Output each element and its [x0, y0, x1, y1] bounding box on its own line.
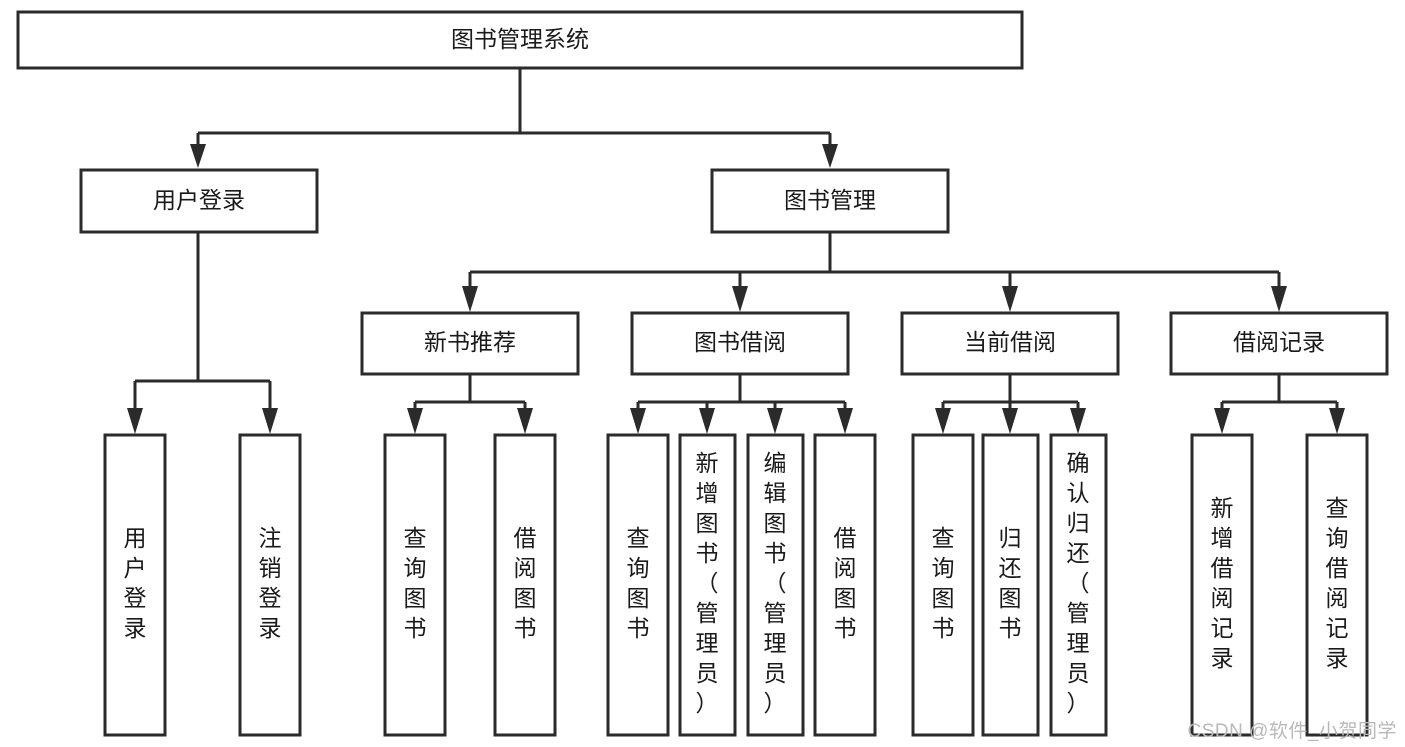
- node-book-borrow-box[interactable]: [630, 311, 850, 376]
- arrow-record-add: [1214, 408, 1230, 434]
- node-user-login-box[interactable]: [79, 168, 319, 234]
- node-current-borrow-box[interactable]: [900, 311, 1120, 376]
- node-leaf-return-book-box[interactable]: [981, 433, 1040, 737]
- arrow-to-book-management: [822, 144, 838, 168]
- node-borrow-record[interactable]: 借阅记录: [1169, 311, 1389, 376]
- node-root[interactable]: 图书管理系统: [16, 10, 1024, 70]
- node-leaf-user-login[interactable]: 用户登录: [103, 433, 167, 737]
- arrow-to-book-borrow: [732, 286, 748, 312]
- node-leaf-bor-borrow-book[interactable]: 借阅图书: [813, 433, 877, 737]
- node-leaf-edit-book-admin[interactable]: 编辑图书（管理员）: [746, 433, 805, 737]
- node-new-book-recommend[interactable]: 新书推荐: [360, 311, 580, 376]
- node-new-book-recommend-box[interactable]: [360, 311, 580, 376]
- arrow-bor-edit-book: [767, 408, 783, 434]
- node-leaf-add-book-admin-label: 新增图书（管理员）: [696, 450, 719, 716]
- node-leaf-user-login-label: 用户登录: [124, 525, 147, 641]
- node-leaf-rec-borrow-book-label: 借阅图书: [514, 525, 537, 641]
- arrow-bor-add-book: [699, 408, 715, 434]
- node-leaf-rec-query-book-box[interactable]: [383, 433, 447, 737]
- node-leaf-query-borrow-record[interactable]: 查询借阅记录: [1305, 433, 1369, 737]
- node-leaf-logout-box[interactable]: [238, 433, 302, 737]
- node-leaf-edit-book-admin-box[interactable]: [746, 433, 805, 737]
- node-leaf-bor-query-book-label: 查询图书: [627, 525, 650, 641]
- node-leaf-rec-query-book[interactable]: 查询图书: [383, 433, 447, 737]
- node-leaf-confirm-return-admin[interactable]: 确认归还（管理员）: [1049, 433, 1108, 737]
- arrow-rec-query-book: [407, 408, 423, 434]
- node-borrow-record-label: 借阅记录: [1233, 329, 1325, 355]
- node-leaf-return-book-label: 归还图书: [999, 525, 1022, 641]
- arrow-to-user-login: [190, 144, 206, 168]
- node-leaf-bor-borrow-book-box[interactable]: [813, 433, 877, 737]
- node-leaf-add-borrow-record[interactable]: 新增借阅记录: [1190, 433, 1254, 737]
- connector-layer: [127, 68, 1345, 434]
- node-leaf-add-book-admin[interactable]: 新增图书（管理员）: [678, 433, 737, 737]
- node-book-borrow-label: 图书借阅: [694, 329, 786, 355]
- node-book-borrow[interactable]: 图书借阅: [630, 311, 850, 376]
- node-new-book-recommend-label: 新书推荐: [424, 329, 516, 355]
- node-leaf-logout[interactable]: 注销登录: [238, 433, 302, 737]
- node-current-borrow[interactable]: 当前借阅: [900, 311, 1120, 376]
- node-leaf-return-book[interactable]: 归还图书: [981, 433, 1040, 737]
- arrow-cur-return-book: [1002, 408, 1018, 434]
- node-leaf-bor-query-book[interactable]: 查询图书: [606, 433, 670, 737]
- node-root-box[interactable]: [16, 10, 1024, 70]
- node-leaf-cur-query-book[interactable]: 查询图书: [911, 433, 975, 737]
- node-borrow-record-box[interactable]: [1169, 311, 1389, 376]
- node-book-management-box[interactable]: [710, 168, 950, 234]
- node-leaf-edit-book-admin-label: 编辑图书（管理员）: [764, 450, 787, 716]
- arrow-bor-query-book: [630, 408, 646, 434]
- node-leaf-add-book-admin-box[interactable]: [678, 433, 737, 737]
- arrow-rec-borrow-book: [517, 408, 533, 434]
- node-user-login[interactable]: 用户登录: [79, 168, 319, 234]
- arrow-to-logout-leaf: [262, 408, 278, 434]
- node-leaf-bor-borrow-book-label: 借阅图书: [834, 525, 857, 641]
- node-leaf-rec-query-book-label: 查询图书: [404, 525, 427, 641]
- node-leaf-query-borrow-record-label: 查询借阅记录: [1326, 495, 1349, 671]
- node-root-label: 图书管理系统: [451, 26, 589, 52]
- arrow-to-borrow-record: [1271, 286, 1287, 312]
- arrow-to-new-book-recommend: [462, 286, 478, 312]
- arrow-cur-confirm-return: [1070, 408, 1086, 434]
- node-leaf-add-borrow-record-box[interactable]: [1190, 433, 1254, 737]
- arrow-to-current-borrow: [1002, 286, 1018, 312]
- arrow-bor-borrow-book: [837, 408, 853, 434]
- arrow-to-user-login-leaf: [127, 408, 143, 434]
- node-leaf-rec-borrow-book-box[interactable]: [493, 433, 557, 737]
- node-leaf-user-login-box[interactable]: [103, 433, 167, 737]
- node-user-login-label: 用户登录: [153, 187, 245, 213]
- node-book-management[interactable]: 图书管理: [710, 168, 950, 234]
- node-leaf-rec-borrow-book[interactable]: 借阅图书: [493, 433, 557, 737]
- node-leaf-query-borrow-record-box[interactable]: [1305, 433, 1369, 737]
- node-current-borrow-label: 当前借阅: [964, 329, 1056, 355]
- node-leaf-bor-query-book-box[interactable]: [606, 433, 670, 737]
- node-leaf-add-borrow-record-label: 新增借阅记录: [1211, 495, 1234, 671]
- arrow-cur-query-book: [935, 408, 951, 434]
- node-leaf-confirm-return-admin-label: 确认归还（管理员）: [1067, 450, 1090, 716]
- node-leaf-confirm-return-admin-box[interactable]: [1049, 433, 1108, 737]
- arrow-record-query: [1329, 408, 1345, 434]
- node-leaf-logout-label: 注销登录: [259, 525, 282, 641]
- node-leaf-cur-query-book-label: 查询图书: [932, 525, 955, 641]
- node-book-management-label: 图书管理: [784, 187, 876, 213]
- node-leaf-cur-query-book-box[interactable]: [911, 433, 975, 737]
